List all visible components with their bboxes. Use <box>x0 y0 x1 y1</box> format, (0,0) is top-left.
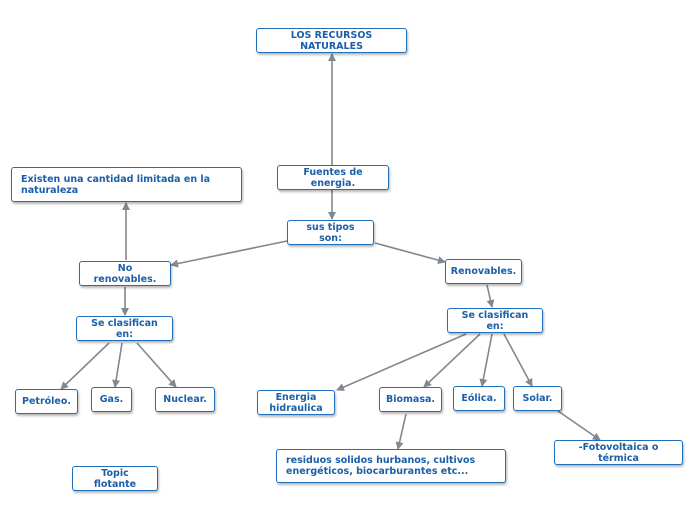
node-root[interactable]: LOS RECURSOS NATURALES <box>256 28 407 53</box>
node-eolica[interactable]: Eólica. <box>453 386 505 411</box>
connector-clasifican-nuclear <box>136 342 177 388</box>
connector-clasifican-petroleo <box>60 342 110 390</box>
connector-clasifican-solar <box>503 333 533 387</box>
node-residuos[interactable]: residuos solidos hurbanos, cultivos ener… <box>276 449 506 483</box>
node-fotovoltaica[interactable]: -Fotovoltaica o térmica <box>554 440 683 465</box>
node-gas[interactable]: Gas. <box>91 387 132 412</box>
node-hidraulica[interactable]: Energia hidraulica <box>257 390 335 415</box>
node-tipos[interactable]: sus tipos son: <box>287 220 374 245</box>
node-nuclear[interactable]: Nuclear. <box>155 387 215 412</box>
node-petroleo[interactable]: Petróleo. <box>15 389 78 414</box>
connector-clasifican-hidraulica <box>336 333 467 391</box>
node-clasifican-left[interactable]: Se clasifican en: <box>76 316 173 341</box>
node-fuentes[interactable]: Fuentes de energia. <box>277 165 389 190</box>
node-renovables[interactable]: Renovables. <box>445 259 522 284</box>
connector-solar-fotovoltaica <box>557 410 601 441</box>
node-no-renovables[interactable]: No renovables. <box>79 261 171 286</box>
node-clasifican-right[interactable]: Se clasifican en: <box>447 308 543 333</box>
connector-tipos-no-renovables <box>170 240 288 268</box>
connector-clasifican-eolica <box>479 333 493 387</box>
connector-biomasa-residuos <box>395 413 407 450</box>
connector-clasifican-gas <box>112 342 123 388</box>
node-biomasa[interactable]: Biomasa. <box>379 387 442 412</box>
connector-renovables-clasifican <box>486 284 495 308</box>
connector-clasifican-biomasa <box>423 333 481 388</box>
node-solar[interactable]: Solar. <box>513 386 562 411</box>
connector-tipos-renovables <box>374 242 446 265</box>
node-limitada[interactable]: Existen una cantidad limitada en la natu… <box>11 167 242 202</box>
node-flotante[interactable]: Topic flotante <box>72 466 158 491</box>
